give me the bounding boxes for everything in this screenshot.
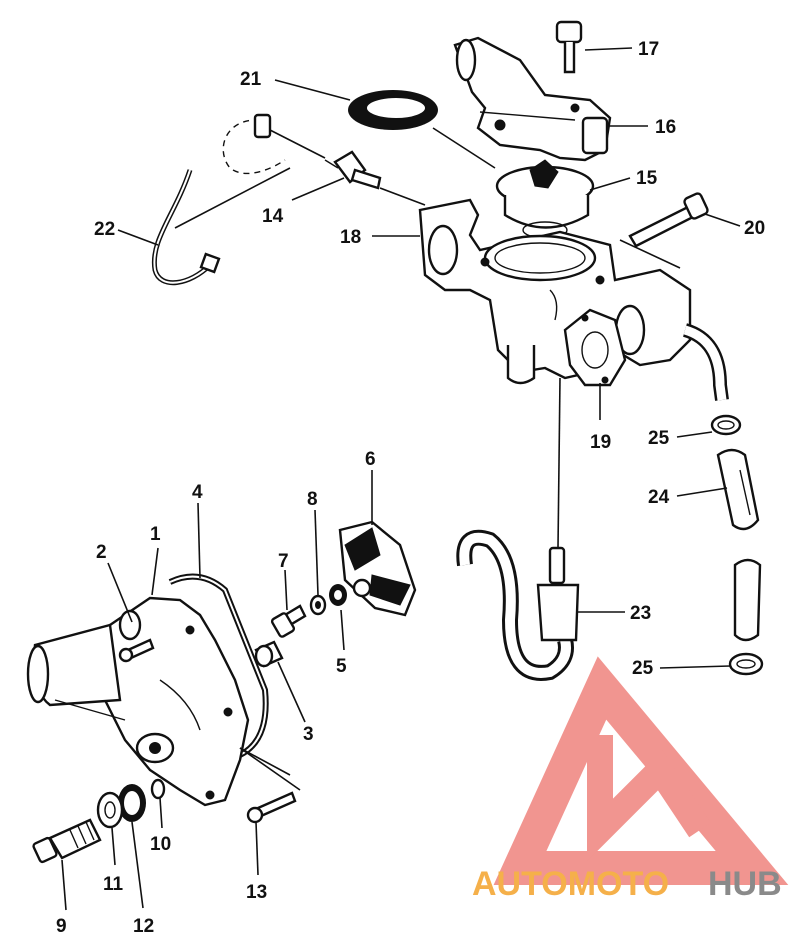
watermark-brand-part2: HUB [708, 865, 782, 903]
part-14-temp-sender [324, 150, 382, 190]
part-13-bolt [246, 791, 297, 824]
part-22-wire [151, 113, 286, 286]
callout-25b: 25 [632, 658, 654, 679]
watermark-logo [493, 656, 789, 885]
callout-25a: 25 [648, 428, 670, 449]
callout-10: 10 [150, 834, 171, 855]
callout-15: 15 [636, 168, 658, 189]
leader-lines [61, 47, 741, 911]
part-2-bolt [118, 638, 155, 663]
callout-21: 21 [240, 69, 262, 90]
part-11-washer [96, 791, 124, 829]
part-17-bolt [555, 20, 583, 74]
callout-2: 2 [96, 542, 107, 563]
part-3-dowel [254, 640, 284, 668]
part-23-bypass-pipe [456, 529, 580, 681]
callout-14: 14 [262, 206, 284, 227]
callout-3: 3 [303, 724, 314, 745]
part-25-clamp-lower [728, 652, 764, 676]
part-15-thermostat [495, 159, 595, 239]
part-4-pump-gasket [168, 573, 269, 763]
callout-4: 4 [192, 482, 203, 503]
callout-6: 6 [365, 449, 376, 470]
callout-9: 9 [56, 916, 67, 937]
callout-23: 23 [630, 603, 651, 624]
callout-1: 1 [150, 524, 161, 545]
callout-13: 13 [246, 882, 267, 903]
callout-8: 8 [307, 489, 318, 510]
part-5-washer [329, 584, 347, 606]
assembly-lines [174, 127, 681, 791]
part-18-water-outlet-body [418, 198, 729, 401]
callout-17: 17 [638, 39, 659, 60]
callout-24: 24 [648, 487, 670, 508]
part-16-thermostat-cover [453, 36, 612, 162]
callout-5: 5 [336, 656, 347, 677]
part-12-washer [118, 784, 146, 822]
part-24-hose [716, 448, 762, 642]
part-1-water-pump-body [26, 596, 250, 807]
part-6-impeller [338, 520, 417, 617]
part-7-bolt [270, 604, 307, 638]
part-21-gasket [348, 90, 438, 130]
callout-18: 18 [340, 227, 361, 248]
callout-16: 16 [655, 117, 676, 138]
part-25-clamp-upper [710, 414, 742, 436]
callout-11: 11 [103, 874, 124, 895]
part-19-gasket [563, 308, 627, 387]
part-20-bolt [628, 192, 709, 248]
callout-labels: 1 2 3 4 5 6 7 8 9 10 11 12 13 14 15 16 1… [56, 39, 765, 937]
callout-22: 22 [94, 219, 115, 240]
callout-19: 19 [590, 432, 611, 453]
callout-12: 12 [133, 916, 154, 937]
callout-7: 7 [278, 551, 289, 572]
part-10-washer [150, 778, 166, 800]
callout-20: 20 [744, 218, 765, 239]
part-8-washer [309, 594, 327, 616]
part-9-drain-plug [32, 818, 102, 864]
watermark-brand-part1: AUTOMOTO [472, 865, 669, 903]
